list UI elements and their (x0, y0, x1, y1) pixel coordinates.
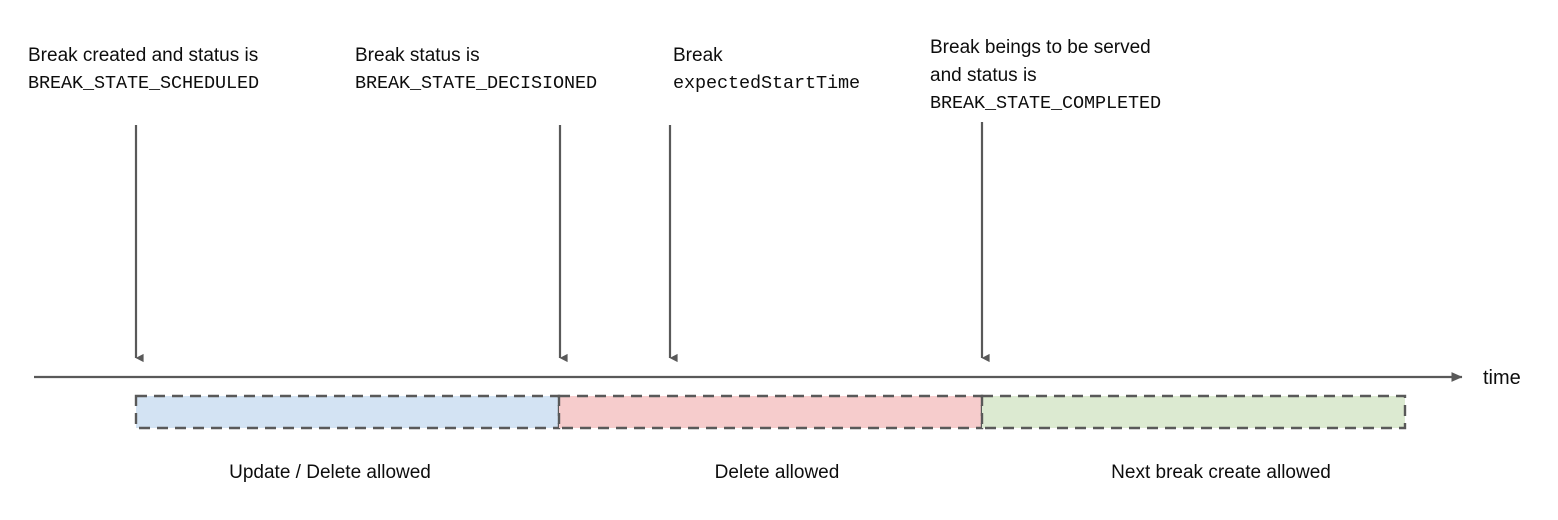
phase-caption-update-delete: Update / Delete allowed (229, 462, 431, 483)
time-axis-label: time (1483, 367, 1521, 389)
phase-bars (134, 394, 1407, 430)
phase-bar-delete-only (557, 394, 984, 430)
marker-label-decisioned-line-1: Break status is (355, 45, 480, 66)
marker-label-decisioned-line-2: BREAK_STATE_DECISIONED (355, 73, 598, 94)
marker-label-decisioned: Break status is BREAK_STATE_DECISIONED (355, 42, 597, 98)
marker-label-expected-start-time: Break expectedStartTime (673, 42, 860, 98)
marker-label-scheduled-line-2: BREAK_STATE_SCHEDULED (28, 73, 260, 94)
marker-label-completed-line-3: BREAK_STATE_COMPLETED (930, 93, 1162, 114)
phase-bar-update-delete (134, 394, 561, 430)
phase-caption-delete-only: Delete allowed (714, 462, 840, 483)
marker-label-expected-start-time-line-1: Break (673, 45, 723, 66)
marker-label-completed-line-1: Break beings to be served (930, 37, 1151, 58)
phase-bar-next-break (980, 394, 1407, 430)
phase-caption-next-break: Next break create allowed (1111, 462, 1331, 483)
marker-label-expected-start-time-line-2: expectedStartTime (673, 73, 861, 94)
marker-label-completed: Break beings to be served and status is … (930, 34, 1161, 118)
marker-label-scheduled: Break created and status is BREAK_STATE_… (28, 42, 259, 98)
marker-label-completed-line-2: and status is (930, 65, 1037, 86)
event-marker-arrows (134, 122, 990, 363)
marker-label-scheduled-line-1: Break created and status is (28, 45, 259, 66)
